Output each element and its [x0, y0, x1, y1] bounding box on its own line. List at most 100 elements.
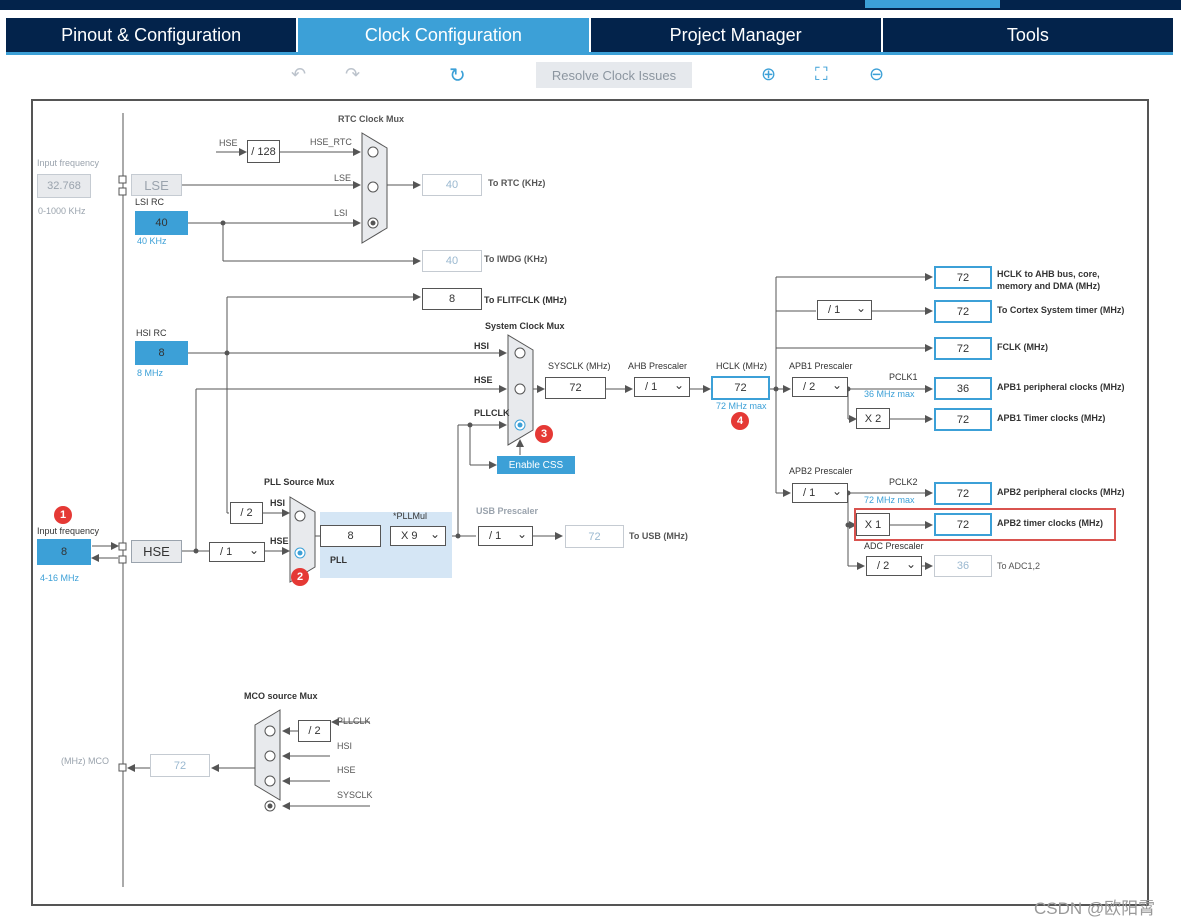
adc-label: ADC Prescaler [864, 541, 924, 551]
pll-hse-div-select[interactable]: / 1⌄ [209, 542, 265, 562]
pllmul-label: *PLLMul [393, 511, 428, 521]
enable-css-button[interactable]: Enable CSS [497, 456, 575, 474]
mco-hsi: HSI [337, 741, 353, 751]
iwdg-out[interactable]: 40 [422, 250, 482, 272]
lsi-title: LSI RC [135, 197, 165, 207]
mco-div: / 2 [298, 720, 331, 742]
main-tabs: Pinout & Configuration Clock Configurati… [6, 18, 1173, 52]
iwdg-label: To IWDG (KHz) [484, 254, 548, 264]
pll-value[interactable]: 8 [320, 525, 381, 547]
mco-title: MCO source Mux [244, 691, 318, 701]
hse-input[interactable]: 8 [37, 539, 91, 565]
apb1-periph-out[interactable]: 36 [934, 377, 992, 400]
mco-out[interactable]: 72 [150, 754, 210, 777]
rtc-hse-divider: / 128 [247, 140, 280, 163]
chevron-down-icon: ⌄ [516, 526, 527, 541]
undo-icon[interactable]: ↶ [291, 64, 307, 84]
hse-block: HSE [131, 540, 182, 563]
apb2-timer-highlight [854, 508, 1116, 541]
usb-prescaler-select[interactable]: / 1⌄ [478, 526, 533, 546]
tab-tools[interactable]: Tools [882, 18, 1173, 52]
mco-pllclk: PLLCLK [337, 716, 371, 726]
sysclk-value[interactable]: 72 [545, 377, 606, 399]
watermark: CSDN @欧阳霄 [1034, 899, 1156, 918]
redo-icon[interactable]: ↷ [345, 64, 361, 84]
lse-input[interactable]: 32.768 [37, 174, 91, 198]
hclk-ahb-out[interactable]: 72 [934, 266, 992, 289]
lse-block: LSE [131, 174, 182, 196]
apb2-max: 72 MHz max [864, 495, 915, 505]
pll-hsi-div: / 2 [230, 502, 263, 524]
step-badge-4: 4 [731, 412, 749, 430]
tab-clock-configuration[interactable]: Clock Configuration [298, 18, 589, 52]
hclk-label: HCLK (MHz) [716, 361, 767, 371]
hclk-ahb-label: HCLK to AHB bus, core, [997, 269, 1100, 279]
ahb-prescaler-select[interactable]: / 1⌄ [634, 377, 690, 397]
apb1-timer-label: APB1 Timer clocks (MHz) [997, 413, 1106, 423]
cortex-out[interactable]: 72 [934, 300, 992, 323]
pll-hse-label: HSE [270, 536, 289, 546]
pll-hse-div-select-value: / 1 [220, 546, 233, 558]
chevron-down-icon: ⌄ [855, 300, 866, 315]
mco-sysclk: SYSCLK [337, 790, 373, 800]
apb1-timer-out[interactable]: 72 [934, 408, 992, 431]
adc-out[interactable]: 36 [934, 555, 992, 577]
rtc-out-label: To RTC (KHz) [488, 178, 546, 188]
cortex-div-select[interactable]: / 1 ⌄ [817, 300, 872, 320]
hclk-input[interactable]: 72 [711, 376, 770, 400]
rtc-hse-in: HSE [219, 138, 238, 148]
apb2-mul: X 1 [856, 513, 890, 536]
hclk-max: 72 MHz max [716, 401, 767, 411]
pclk1-label: PCLK1 [889, 372, 918, 382]
lse-range: 0-1000 KHz [38, 206, 86, 216]
flit-label: To FLITFCLK (MHz) [484, 295, 567, 305]
cortex-label: To Cortex System timer (MHz) [997, 305, 1125, 315]
apb1-prescaler-select[interactable]: / 2⌄ [792, 377, 848, 397]
pllmul-select-value: X 9 [401, 530, 418, 542]
apb2-timer-label: APB2 timer clocks (MHz) [997, 518, 1104, 528]
rtc-lsi: LSI [334, 208, 348, 218]
chevron-down-icon: ⌄ [831, 377, 842, 392]
zoom-in-icon[interactable]: ⊕ [761, 64, 777, 84]
apb2-periph-out[interactable]: 72 [934, 482, 992, 505]
rtc-out[interactable]: 40 [422, 174, 482, 196]
top-menu-strip [0, 0, 1181, 10]
sysmux-title: System Clock Mux [485, 321, 565, 331]
hsi-block: 8 [135, 341, 188, 365]
pllmul-select[interactable]: X 9⌄ [390, 526, 446, 546]
tab-pinout-configuration[interactable]: Pinout & Configuration [6, 18, 297, 52]
hse-freq-label: Input frequency [37, 526, 100, 536]
pll-mux-title: PLL Source Mux [264, 477, 335, 487]
hsi-freq: 8 MHz [137, 368, 164, 378]
apb2-prescaler-select[interactable]: / 1⌄ [792, 483, 848, 503]
apb1-label: APB1 Prescaler [789, 361, 853, 371]
rtc-hse-rtc: HSE_RTC [310, 137, 352, 147]
resolve-clock-issues-button[interactable]: Resolve Clock Issues [536, 62, 692, 88]
tab-project-manager[interactable]: Project Manager [590, 18, 881, 52]
fclk-out[interactable]: 72 [934, 337, 992, 360]
refresh-icon[interactable]: ↻ [449, 65, 466, 87]
sysmux-pllclk: PLLCLK [474, 408, 510, 418]
apb2-timer-out[interactable]: 72 [934, 513, 992, 536]
apb2-label: APB2 Prescaler [789, 466, 853, 476]
cortex-div-select-value: / 1 [828, 304, 841, 316]
tab-underline [6, 52, 1173, 55]
mco-hse: HSE [337, 765, 356, 775]
apb1-mul: X 2 [856, 408, 890, 429]
top-menu-highlight [865, 0, 1000, 8]
sysmux-hsi: HSI [474, 341, 490, 351]
adc-prescaler-select[interactable]: / 2⌄ [866, 556, 922, 576]
sysclk-label: SYSCLK (MHz) [548, 361, 611, 371]
lsi-freq: 40 KHz [137, 236, 167, 246]
zoom-out-icon[interactable]: ⊖ [869, 64, 885, 84]
flit-out[interactable]: 8 [422, 288, 482, 310]
fit-to-screen-icon[interactable]: ⛶ [815, 64, 828, 84]
fclk-label: FCLK (MHz) [997, 342, 1048, 352]
pll-hsi-label: HSI [270, 498, 286, 508]
hclk-ahb-label2: memory and DMA (MHz) [997, 281, 1101, 291]
usb-out[interactable]: 72 [565, 525, 624, 548]
adc-prescaler-select-value: / 2 [877, 560, 890, 572]
apb1-max: 36 MHz max [864, 389, 915, 399]
rtc-lse: LSE [334, 173, 352, 183]
